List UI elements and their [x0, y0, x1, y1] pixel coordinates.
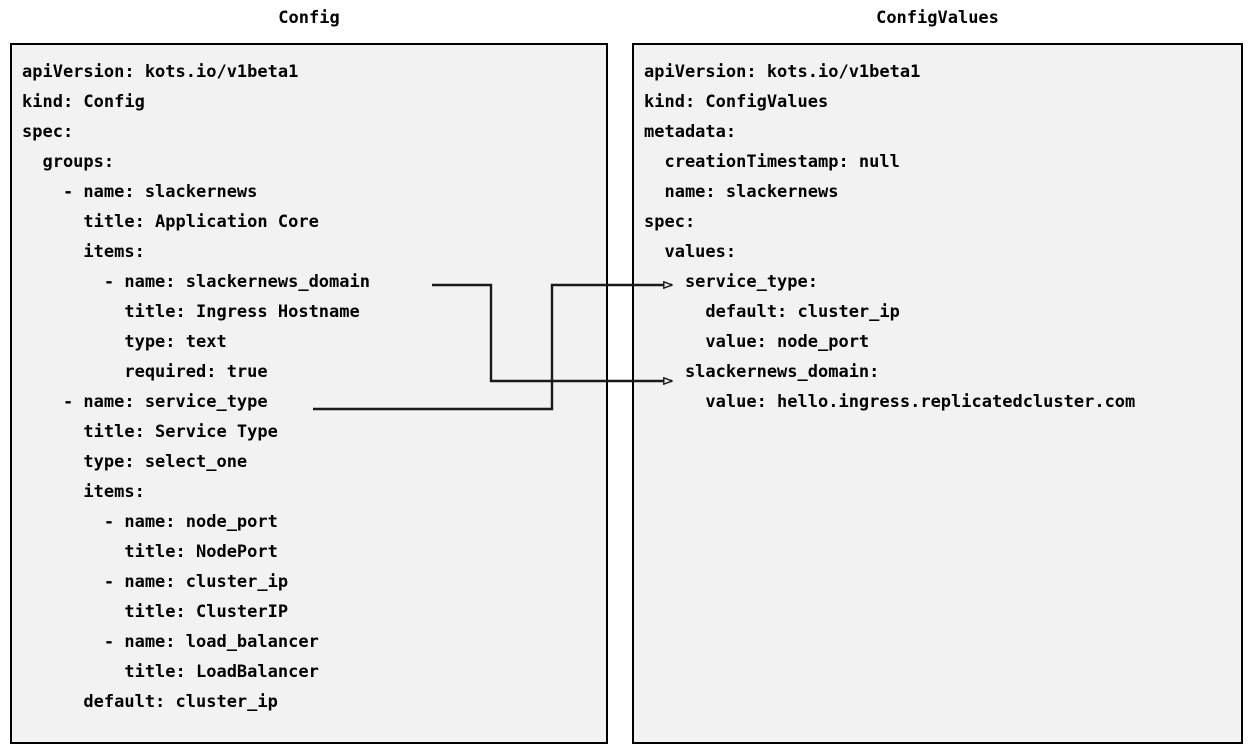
configvalues-yaml-line: values: — [644, 242, 737, 262]
config-panel-title: Config — [278, 8, 340, 28]
config-yaml-line: type: text — [22, 332, 227, 352]
config-yaml-line: title: LoadBalancer — [22, 662, 319, 682]
config-yaml-line: type: select_one — [22, 452, 248, 472]
configvalues-yaml-line: metadata: — [644, 122, 737, 142]
config-yaml-body: apiVersion: kots.io/v1beta1 kind: Config s… — [22, 57, 370, 717]
configvalues-panel: apiVersion: kots.io/v1beta1 kind: ConfigV… — [632, 43, 1243, 744]
config-yaml-line: - name: load_balancer — [22, 632, 319, 652]
configvalues-yaml-line: name: slackernews — [644, 182, 839, 202]
config-yaml-line: title: NodePort — [22, 542, 278, 562]
config-yaml-line: - name: slackernews_domain — [22, 272, 370, 292]
config-yaml-line: items: — [22, 242, 145, 262]
configvalues-yaml-line: slackernews_domain: — [644, 362, 880, 382]
configvalues-yaml-line: spec: — [644, 212, 696, 232]
configvalues-yaml-line: service_type: — [644, 272, 818, 292]
config-yaml-line: title: Service Type — [22, 422, 278, 442]
config-yaml-line: - name: cluster_ip — [22, 572, 289, 592]
configvalues-yaml-line: value: node_port — [644, 332, 870, 352]
config-yaml-line: items: — [22, 482, 145, 502]
config-yaml-line: - name: service_type — [22, 392, 268, 412]
config-yaml-line: spec: — [22, 122, 74, 142]
config-yaml-line: kind: Config — [22, 92, 145, 112]
configvalues-yaml-line: apiVersion: kots.io/v1beta1 — [644, 62, 921, 82]
config-yaml-line: title: Application Core — [22, 212, 319, 232]
configvalues-yaml-line: kind: ConfigValues — [644, 92, 829, 112]
config-yaml-line: required: true — [22, 362, 268, 382]
config-yaml-line: apiVersion: kots.io/v1beta1 — [22, 62, 299, 82]
configvalues-yaml-line: creationTimestamp: null — [644, 152, 900, 172]
config-yaml-line: - name: slackernews — [22, 182, 258, 202]
configvalues-yaml-line: value: hello.ingress.replicatedcluster.c… — [644, 392, 1136, 412]
configvalues-panel-title: ConfigValues — [876, 8, 999, 28]
configvalues-yaml-line: default: cluster_ip — [644, 302, 900, 322]
config-yaml-line: title: ClusterIP — [22, 602, 289, 622]
config-yaml-line: default: cluster_ip — [22, 692, 278, 712]
config-yaml-line: groups: — [22, 152, 115, 172]
config-yaml-line: title: Ingress Hostname — [22, 302, 360, 322]
config-panel: apiVersion: kots.io/v1beta1 kind: Config s… — [10, 43, 608, 744]
configvalues-yaml-body: apiVersion: kots.io/v1beta1 kind: ConfigV… — [644, 57, 1135, 417]
config-yaml-line: - name: node_port — [22, 512, 278, 532]
